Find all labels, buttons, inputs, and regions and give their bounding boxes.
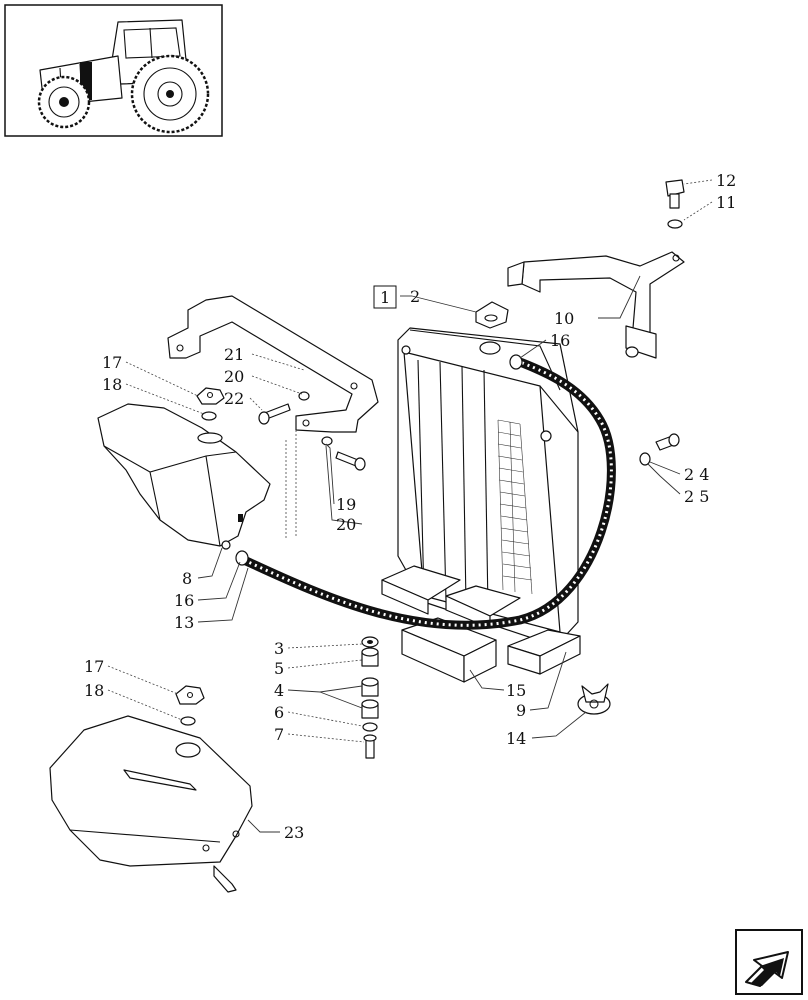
callout-16-upper: 16 [550, 331, 570, 350]
callout-5: 5 [274, 659, 284, 678]
washer-icon [298, 391, 310, 401]
callout-18-lower: 18 [84, 681, 104, 700]
washer-icon [639, 452, 651, 466]
callout-18-upper: 18 [102, 375, 122, 394]
callout-19: 19 [336, 495, 356, 514]
callout-22: 22 [224, 389, 244, 408]
bolt-icon [335, 451, 366, 471]
tractor-thumbnail-icon[interactable] [4, 4, 223, 137]
filler-cap-icon [175, 685, 205, 705]
callout-17-upper: 17 [102, 353, 122, 372]
callout-20-lower: 20 [336, 515, 356, 534]
bolt-icon [655, 433, 680, 451]
callout-4: 4 [274, 681, 284, 700]
callout-8: 8 [182, 569, 192, 588]
callout-16-lower: 16 [174, 591, 194, 610]
bolt-icon [258, 403, 291, 425]
hose-clamp-icon [509, 354, 523, 370]
expansion-tank-lower [49, 715, 253, 893]
leader-lines [107, 179, 713, 833]
callout-20-upper: 20 [224, 367, 244, 386]
bolt-icon [665, 179, 685, 209]
callout-2: 2 [410, 287, 420, 306]
next-page-arrow-icon[interactable] [735, 929, 803, 995]
callout-box [373, 285, 397, 309]
callout-24: 2 4 [684, 465, 709, 484]
washer-icon [667, 219, 683, 229]
callout-23: 23 [284, 823, 304, 842]
callout-12: 12 [716, 171, 736, 190]
callout-13: 13 [174, 613, 194, 632]
washer-icon [321, 436, 333, 446]
callout-11: 11 [716, 193, 736, 212]
callout-17-lower: 17 [84, 657, 104, 676]
callout-1: 1 [380, 288, 390, 307]
callout-25: 2 5 [684, 487, 709, 506]
callout-3: 3 [274, 639, 284, 658]
wing-nut-icon [577, 683, 611, 715]
callout-9: 9 [516, 701, 526, 720]
callout-6: 6 [274, 703, 284, 722]
radiator [397, 327, 579, 647]
rubber-mount-stack [361, 636, 379, 759]
callout-15: 15 [506, 681, 526, 700]
callout-7: 7 [274, 725, 284, 744]
foam-pad-icon [381, 565, 581, 683]
filler-cap-icon [196, 387, 225, 405]
radiator-cap-icon [475, 301, 509, 329]
seal-ring-icon [201, 411, 217, 421]
callout-10: 10 [554, 309, 574, 328]
callout-21: 21 [224, 345, 244, 364]
callout-14: 14 [506, 729, 526, 748]
hose-clamp-icon [235, 550, 249, 566]
expansion-tank-upper [97, 403, 271, 550]
seal-ring-icon [180, 716, 196, 726]
tank-support-bracket [167, 295, 379, 433]
coolant-pipe [507, 251, 685, 359]
